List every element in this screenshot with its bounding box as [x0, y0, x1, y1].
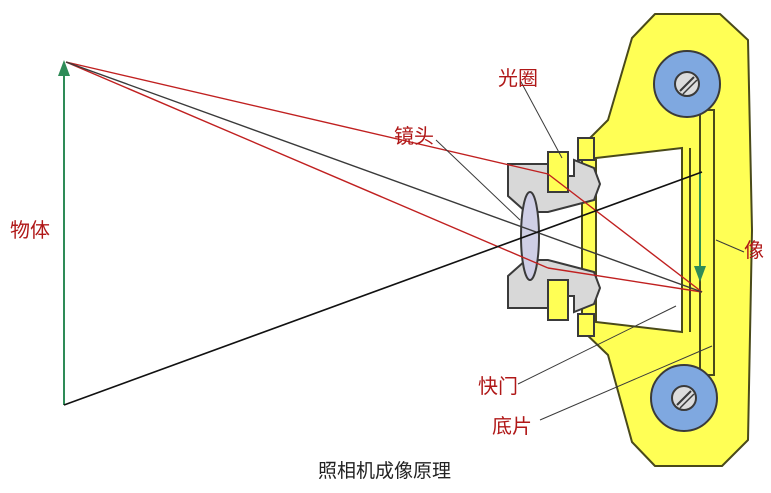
- aperture-top: [547, 151, 569, 193]
- leader-image: [715, 239, 745, 253]
- camera-chamber: [595, 146, 683, 334]
- label-image: 像: [744, 238, 764, 262]
- ray-red-bottom-cont: [547, 267, 703, 293]
- top-roller: [653, 50, 721, 118]
- leader-lens: [435, 139, 521, 221]
- ray-red-bottom: [65, 61, 549, 269]
- leader-aperture: [519, 79, 563, 159]
- lens-element: [520, 191, 540, 281]
- film-strip: [699, 109, 715, 376]
- aperture-bottom: [547, 279, 569, 321]
- image-arrow-head: [694, 266, 706, 282]
- leader-film: [539, 345, 713, 421]
- ray-dark-center: [65, 61, 703, 293]
- label-film: 底片: [492, 414, 532, 438]
- aperture-bottom-small: [577, 313, 595, 337]
- label-object: 物体: [10, 218, 50, 242]
- leader-shutter: [517, 305, 677, 385]
- label-lens: 镜头: [394, 124, 434, 148]
- ray-red-top: [65, 61, 549, 175]
- ray-dark-bottom: [63, 171, 703, 406]
- object-arrow-head: [58, 60, 70, 76]
- ray-red-top-cont: [547, 173, 703, 293]
- aperture-top-small: [577, 137, 595, 161]
- label-aperture: 光圈: [498, 66, 538, 90]
- bottom-roller: [650, 364, 718, 432]
- label-shutter: 快门: [478, 374, 518, 398]
- diagram-caption: 照相机成像原理: [318, 460, 452, 482]
